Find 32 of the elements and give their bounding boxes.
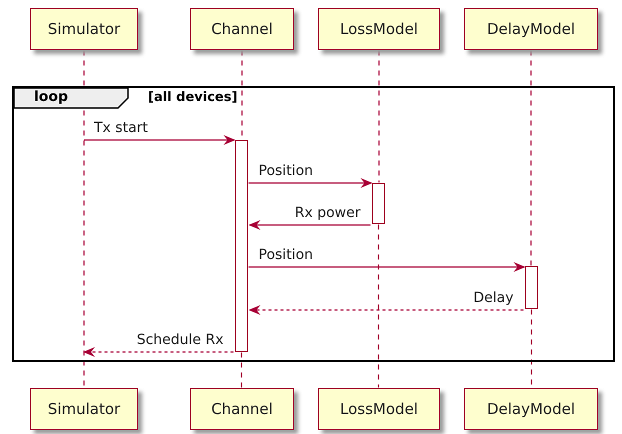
edge-label: Schedule Rx [136, 332, 224, 348]
participant-box: Simulator [30, 8, 138, 50]
lifeline [240, 352, 242, 388]
edge-label: Tx start [94, 120, 148, 136]
activation-bar [372, 183, 385, 224]
lifeline [378, 224, 380, 388]
frame-label: loop [34, 89, 68, 105]
participant-box: LossModel [318, 8, 440, 50]
message-arrow [248, 220, 370, 230]
lifeline [530, 310, 532, 388]
guard-condition: [all devices] [148, 90, 238, 105]
message-arrow [83, 347, 234, 357]
participant-box: DelayModel [464, 388, 598, 430]
participant-box: Simulator [30, 388, 138, 430]
participant-box: Channel [190, 8, 294, 50]
message-arrow [248, 305, 524, 315]
loop-frame [12, 86, 615, 362]
message-arrow [248, 178, 372, 188]
edge-label: Delay [473, 290, 514, 306]
activation-bar [525, 266, 538, 309]
message-arrow [248, 262, 526, 272]
participant-box: DelayModel [464, 8, 598, 50]
lifeline [83, 50, 85, 388]
message-arrow [84, 135, 236, 145]
edge-label: Position [258, 163, 314, 179]
activation-bar [235, 140, 248, 352]
edge-label: Position [258, 247, 314, 263]
lifeline [378, 50, 380, 182]
participant-box: LossModel [318, 388, 440, 430]
lifeline [530, 50, 532, 266]
participant-box: Channel [190, 388, 294, 430]
edge-label: Rx power [294, 205, 360, 221]
